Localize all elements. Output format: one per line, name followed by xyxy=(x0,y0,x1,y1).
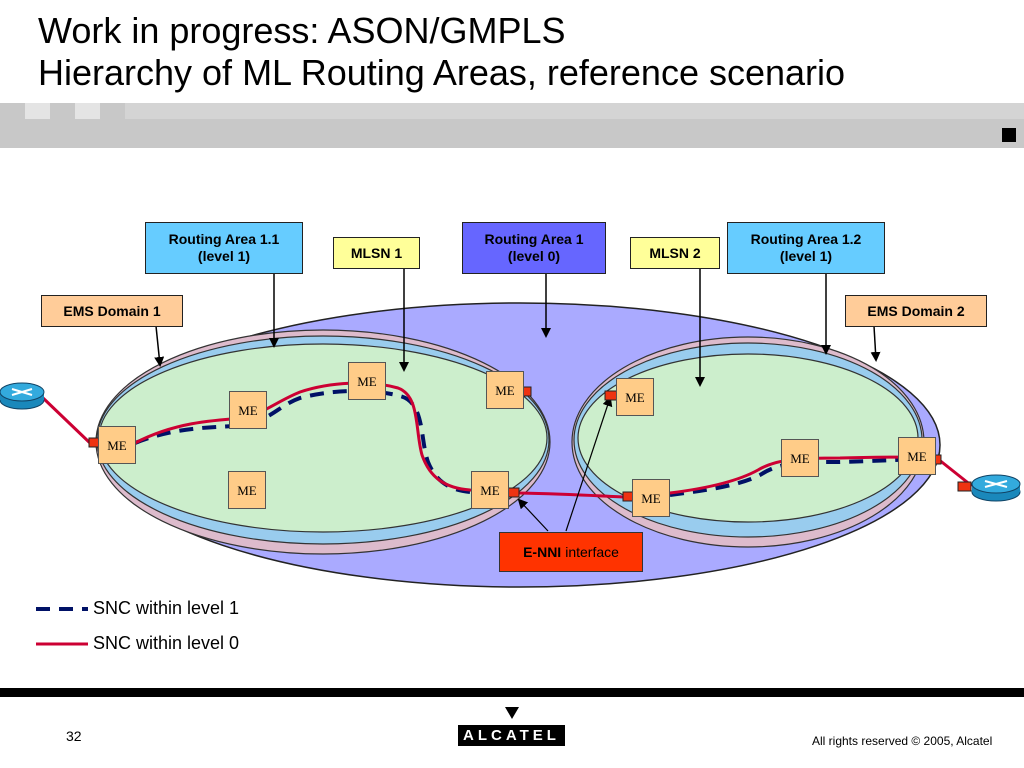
callout-routing-area-1: Routing Area 1 (level 0) xyxy=(462,222,606,274)
me-node: ME xyxy=(348,362,386,400)
bullet-square xyxy=(1002,128,1016,142)
callout-routing-area-1-1: Routing Area 1.1 (level 1) xyxy=(145,222,303,274)
callout-text: EMS Domain 1 xyxy=(63,302,161,319)
footer-bar xyxy=(0,688,1024,697)
me-node: ME xyxy=(632,479,670,517)
router-icon-left xyxy=(0,382,45,410)
header-strip xyxy=(125,103,1024,119)
router-link-left xyxy=(40,395,92,445)
enni-interface-box: E-NNI interface xyxy=(499,532,643,572)
legend-level0-label: SNC within level 0 xyxy=(93,633,240,653)
callout-text: (level 0) xyxy=(507,248,561,264)
me-node: ME xyxy=(471,471,509,509)
me-node: ME xyxy=(898,437,936,475)
callout-ems-domain-2: EMS Domain 2 xyxy=(845,295,987,327)
slide-title: Work in progress: ASON/GMPLS Hierarchy o… xyxy=(38,10,845,94)
alcatel-logo: ALCATEL xyxy=(458,725,565,746)
arrow-enni-1 xyxy=(517,498,549,532)
callout-mlsn-2: MLSN 2 xyxy=(630,237,720,269)
title-line-1: Work in progress: ASON/GMPLS xyxy=(38,10,566,51)
callout-text: (level 1) xyxy=(779,248,833,264)
callout-text: MLSN 2 xyxy=(649,244,701,261)
page-number: 32 xyxy=(66,728,82,744)
header-square xyxy=(25,103,50,119)
router-icon-right xyxy=(971,474,1021,502)
callout-routing-area-1-2: Routing Area 1.2 (level 1) xyxy=(727,222,885,274)
me-node: ME xyxy=(616,378,654,416)
callout-text: Routing Area 1 xyxy=(484,231,584,247)
header-square xyxy=(75,103,100,119)
port xyxy=(957,481,972,492)
arrow-ems-2 xyxy=(870,325,881,362)
callout-ems-domain-1: EMS Domain 1 xyxy=(41,295,183,327)
callout-mlsn-1: MLSN 1 xyxy=(333,237,420,269)
callout-text: EMS Domain 2 xyxy=(867,302,965,319)
enni-label: E-NNI xyxy=(523,544,562,560)
callout-text: Routing Area 1.2 xyxy=(750,231,862,247)
title-line-2: Hierarchy of ML Routing Areas, reference… xyxy=(38,52,846,93)
enni-suffix: interface xyxy=(565,544,619,560)
me-node: ME xyxy=(228,471,266,509)
me-node: ME xyxy=(781,439,819,477)
legend-level1-label: SNC within level 1 xyxy=(93,598,240,618)
callout-text: Routing Area 1.1 xyxy=(168,231,280,247)
logo-triangle xyxy=(505,707,519,719)
callout-text: MLSN 1 xyxy=(350,244,403,261)
snc-level1-left xyxy=(134,388,471,494)
callout-text: (level 1) xyxy=(197,248,251,264)
me-node: ME xyxy=(229,391,267,429)
arrow-enni-2 xyxy=(565,396,613,532)
me-node: ME xyxy=(98,426,136,464)
copyright-text: All rights reserved © 2005, Alcatel xyxy=(812,734,993,748)
arrow-ems-1 xyxy=(154,325,165,367)
me-node: ME xyxy=(486,371,524,409)
